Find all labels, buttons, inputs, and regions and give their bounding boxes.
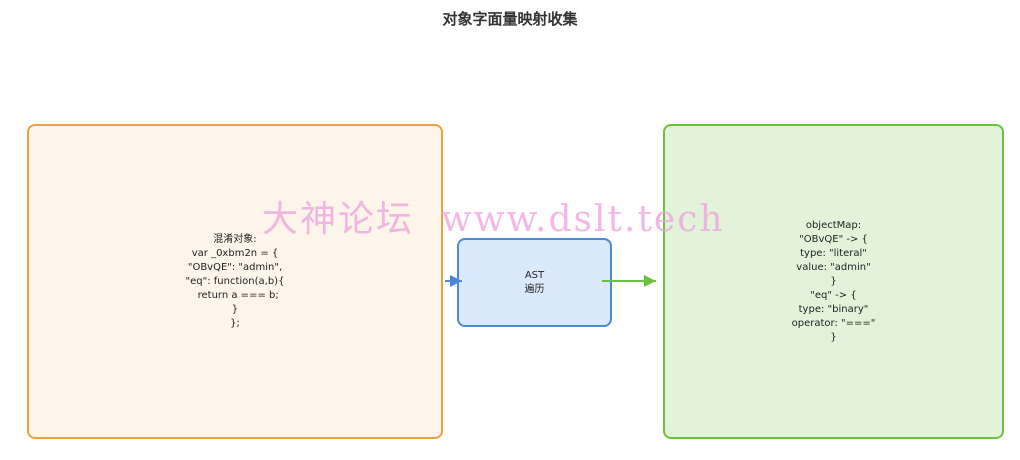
obfuscated-object-box: 混淆对象: var _0xbm2n = { "OBvQE": "admin", … bbox=[27, 124, 443, 439]
object-map-box: objectMap: "OBvQE" -> { type: "literal" … bbox=[663, 124, 1004, 439]
ast-traversal-box: AST 遍历 bbox=[457, 238, 612, 327]
diagram-title: 对象字面量映射收集 bbox=[442, 10, 578, 28]
watermark: 大神论坛 www.dslt.tech bbox=[262, 199, 725, 240]
